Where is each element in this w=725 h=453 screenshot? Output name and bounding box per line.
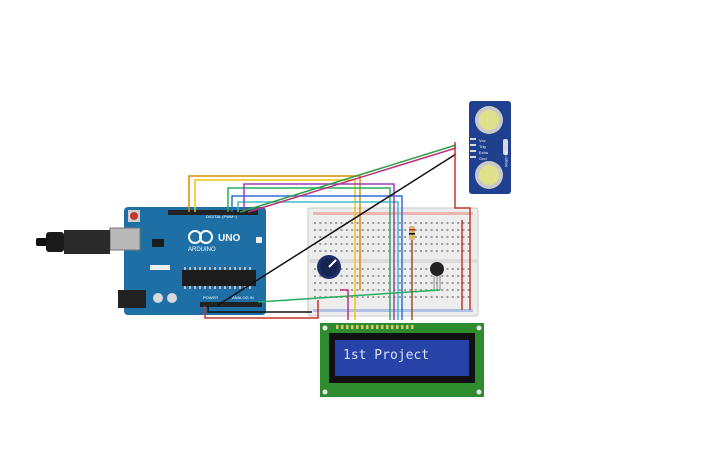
wire-cyan xyxy=(237,201,399,320)
wire-red-power xyxy=(204,300,319,319)
wire-black-gnd xyxy=(217,153,457,306)
sensor-pin-vcc: Vcc xyxy=(479,138,486,143)
wire-green xyxy=(227,187,391,320)
wire-red-vcc xyxy=(454,142,471,310)
arduino-brand-text: ARDUINO xyxy=(188,247,216,253)
potentiometer-knob-icon[interactable] xyxy=(317,255,341,279)
sensor-pin-trig: Trig xyxy=(479,144,486,149)
wire-yellow xyxy=(194,179,356,320)
wire-orange xyxy=(188,175,361,290)
arduino-digital-label: DIGITAL (PWM~) xyxy=(206,214,238,219)
sensor-pin-echo: Echo xyxy=(479,150,489,155)
reset-button-icon[interactable] xyxy=(128,210,140,222)
wires[interactable] xyxy=(188,142,471,320)
wire-magenta-2 xyxy=(340,289,349,320)
lcd-display-text: 1st Project xyxy=(343,348,429,363)
sensor-pin-gnd: Gnd xyxy=(479,156,487,161)
wire-magenta xyxy=(247,147,457,213)
lcd-module[interactable]: 1st Project xyxy=(320,323,484,397)
wire-purple xyxy=(243,183,395,320)
usb-plug-icon[interactable] xyxy=(36,230,110,254)
arduino-uno-board[interactable]: ARDUINO UNO DIGITAL (PWM~) POWER ANALOG … xyxy=(109,207,266,315)
arduino-analog-label: ANALOG IN xyxy=(232,295,254,300)
sensor-label: HC-SR04 xyxy=(504,150,509,168)
wire-green-trig xyxy=(239,144,457,213)
temperature-sensor-icon[interactable] xyxy=(430,262,444,290)
wire-blue xyxy=(231,195,403,320)
arduino-power-label: POWER xyxy=(203,295,218,300)
wire-black-ground xyxy=(207,306,312,313)
arduino-model-text: UNO xyxy=(218,233,240,244)
ultrasonic-sensor[interactable]: HC-SR04 Vcc Trig Echo Gnd xyxy=(469,101,511,194)
resistor[interactable] xyxy=(409,226,415,240)
wire-green-2 xyxy=(257,289,441,303)
arduino-infinity-logo-icon xyxy=(188,230,213,244)
